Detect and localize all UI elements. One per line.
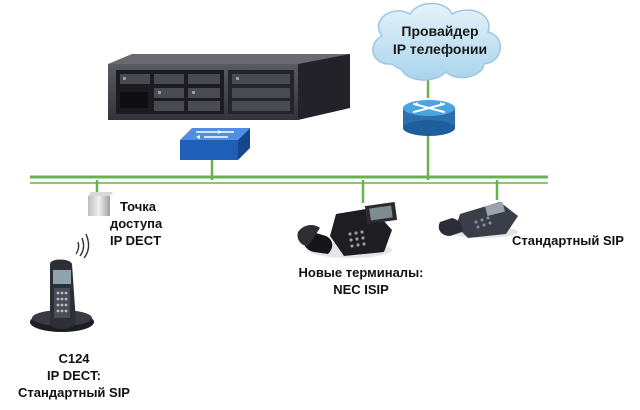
provider-label-line-1: Провайдер [401, 23, 479, 39]
access-point-label: Точка доступа IP DECT [110, 198, 162, 249]
nec-terminals-label-line-1: Новые терминалы: [298, 265, 424, 280]
access-point-label-line-2: доступа [110, 216, 163, 231]
provider-label-line-2: IP телефонии [392, 41, 488, 57]
switch-icon [180, 128, 250, 160]
pbx-server-icon [108, 54, 350, 120]
access-point-label-line-1: Точка [120, 199, 157, 214]
network-backbone [30, 68, 548, 203]
dect-handset-label-line-2: IP DECT: [47, 368, 101, 383]
nec-terminals-label: Новые терминалы: NEC ISIP [286, 264, 436, 298]
sip-phone-icon [438, 201, 518, 238]
access-point-label-line-3: IP DECT [110, 233, 162, 248]
wireless-signal-icon [75, 233, 90, 259]
standard-sip-label-line-1: Стандартный SIP [512, 233, 624, 248]
dect-handset-label-line-1: C124 [58, 351, 90, 366]
access-point-icon [88, 192, 113, 216]
nec-phone-icon [297, 201, 398, 258]
standard-sip-label: Стандартный SIP [512, 232, 624, 249]
provider-label: Провайдер IP телефонии [380, 22, 500, 58]
nec-terminals-label-line-2: NEC ISIP [333, 282, 389, 297]
dect-handset-label-line-3: Стандартный SIP [18, 385, 130, 400]
dect-handset-label: C124 IP DECT: Стандартный SIP [0, 350, 148, 401]
router-icon [403, 100, 455, 136]
dect-handset-icon [30, 259, 94, 332]
cloud-icon [372, 2, 502, 81]
